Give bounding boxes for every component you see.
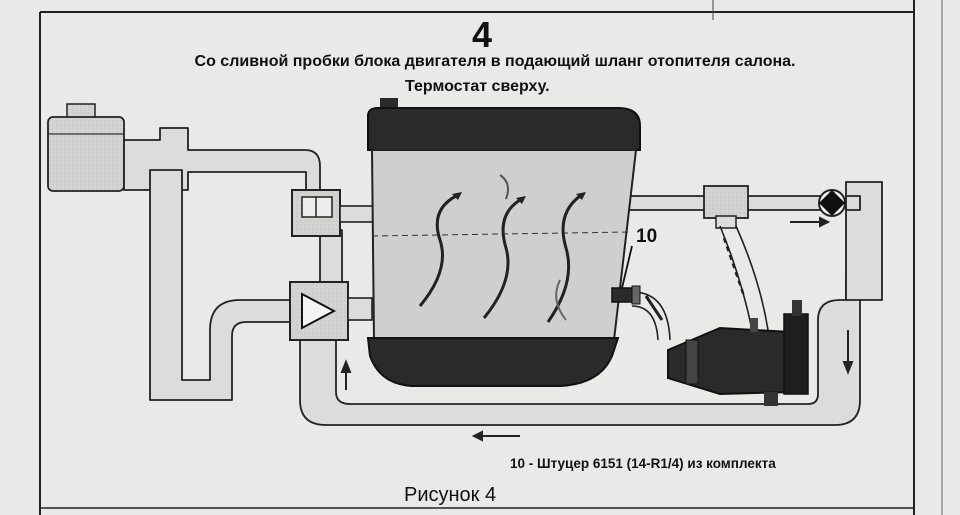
caption-line-2: Термостат сверху. [405, 78, 550, 95]
figure-number: 4 [472, 14, 493, 55]
heater-tee [703, 185, 749, 229]
expansion-tank [47, 103, 125, 192]
callout-label-10: 10 [636, 226, 658, 247]
flow-arrows [340, 216, 854, 442]
caption-line-1: Со сливной пробки блока двигателя в пода… [194, 53, 796, 70]
engine-block [366, 98, 641, 387]
thermostat-housing [291, 189, 377, 237]
pipe-network [123, 127, 883, 426]
shutoff-valve [818, 189, 846, 217]
legend-text: 10 - Штуцер 6151 (14-R1/4) из комплекта [510, 456, 776, 471]
figure-caption: Рисунок 4 [404, 484, 497, 506]
fitting-10 [611, 245, 641, 305]
heater-hoses [631, 225, 769, 341]
water-pump [289, 281, 373, 341]
pre-heater-unit [667, 300, 809, 406]
